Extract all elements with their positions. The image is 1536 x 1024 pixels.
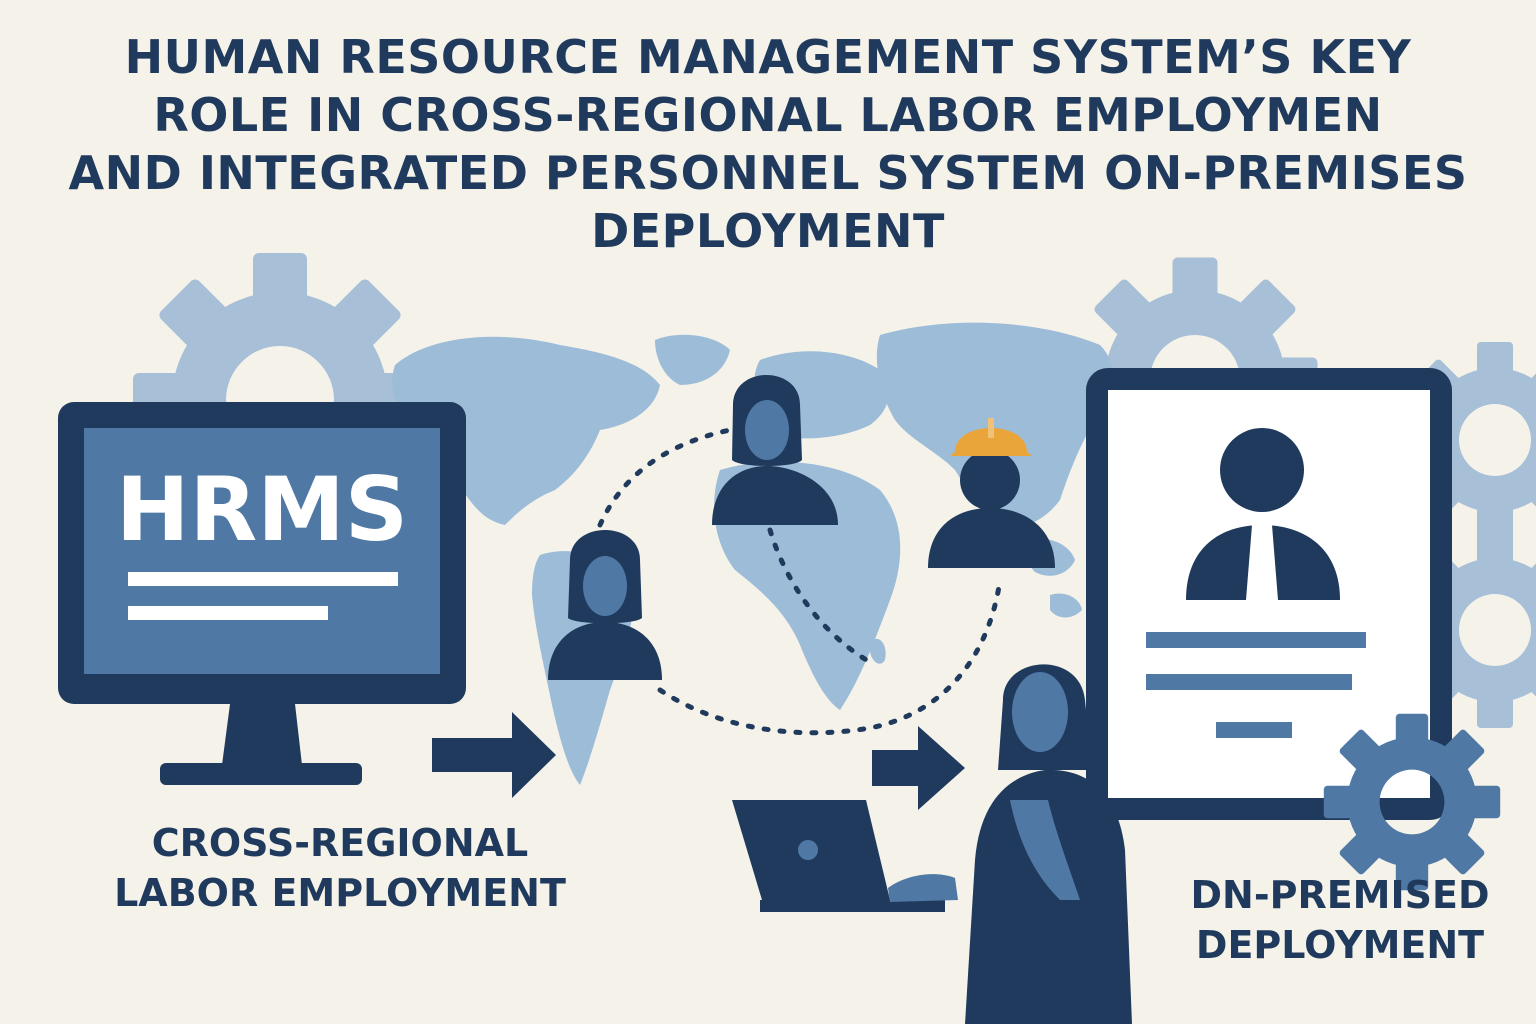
avatar — [928, 418, 1055, 568]
connection-lines — [597, 427, 1003, 736]
caption-line: DEPLOYMENT — [1195, 923, 1485, 967]
title-line: AND INTEGRATED PERSONNEL SYSTEM ON-PREMI… — [68, 146, 1468, 200]
hrms-label: HRMS — [116, 458, 408, 561]
hard-hat-icon — [950, 428, 1032, 456]
arrow-icon — [432, 712, 556, 798]
profile-text-line — [1146, 674, 1352, 690]
caption-line: LABOR EMPLOYMENT — [114, 871, 566, 915]
monitor-screen — [84, 428, 440, 674]
title-line: HUMAN RESOURCE MANAGEMENT SYSTEM’S KEY — [124, 30, 1412, 84]
monitor-base — [160, 763, 362, 785]
screen-text-line — [128, 606, 328, 620]
monitor-stand — [222, 704, 302, 765]
caption-line: CROSS-REGIONAL — [151, 821, 529, 865]
profile-text-line — [1146, 632, 1366, 648]
avatar — [712, 375, 838, 525]
profile-tablet — [1086, 368, 1452, 820]
profile-avatar-icon — [1220, 428, 1304, 512]
title-line: DEPLOYMENT — [591, 204, 945, 258]
hrms-monitor: HRMS — [58, 402, 466, 785]
caption-cross-regional: CROSS-REGIONAL LABOR EMPLOYMENT — [100, 818, 580, 918]
caption-line: DN-PREMISED — [1190, 873, 1490, 917]
profile-text-line — [1216, 722, 1292, 738]
screen-text-line — [128, 572, 398, 586]
page-title: HUMAN RESOURCE MANAGEMENT SYSTEM’S KEY R… — [40, 28, 1496, 260]
arrow-icon — [872, 726, 965, 810]
caption-on-premised: DN-PREMISED DEPLOYMENT — [1170, 870, 1510, 970]
avatar — [548, 530, 662, 680]
woman-with-laptop — [732, 664, 1132, 1024]
title-line: ROLE IN CROSS-REGIONAL LABOR EMPLOYMEN — [153, 88, 1383, 142]
